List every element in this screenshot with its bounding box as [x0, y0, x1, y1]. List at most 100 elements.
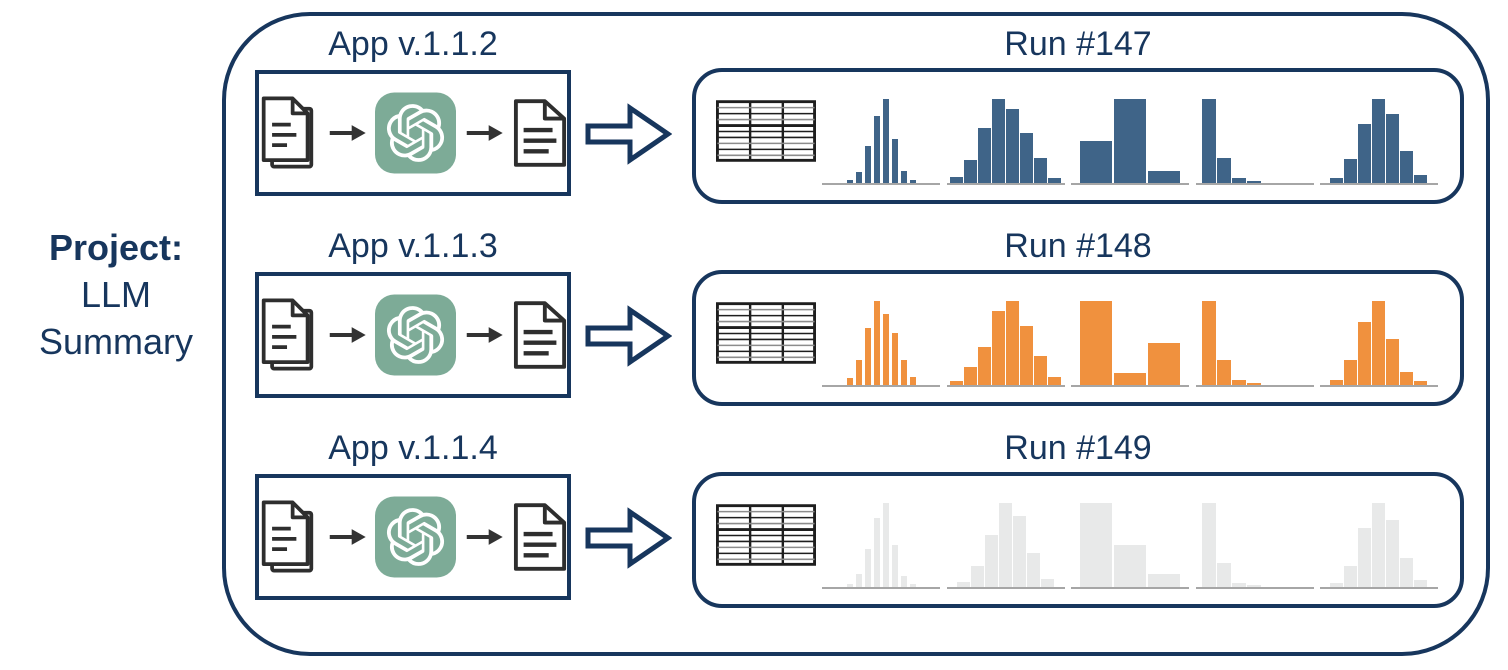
histogram-bar — [1344, 159, 1358, 183]
pipeline-row: App v.1.1.2 Run #147 — [0, 0, 1508, 204]
histogram-bar — [855, 574, 862, 587]
histogram-bar — [1330, 178, 1344, 183]
histogram-bar — [1027, 553, 1041, 587]
app-pipeline-box — [255, 474, 571, 600]
histogram-baseline — [822, 385, 941, 387]
pipeline-row: App v.1.1.3 Run #148 — [0, 202, 1508, 406]
histogram-bar — [1386, 339, 1400, 385]
histogram-bar — [1114, 373, 1147, 385]
right-arrow-icon — [328, 122, 367, 144]
right-arrow-icon — [328, 324, 367, 346]
histogram-bar — [992, 99, 1006, 183]
openai-logo-icon — [375, 293, 456, 377]
documents-input-icon — [259, 94, 319, 172]
histogram-bar — [1034, 356, 1048, 385]
histogram-bar — [1372, 503, 1386, 587]
right-arrow-icon — [328, 526, 367, 548]
histogram-bar — [882, 99, 889, 183]
histogram-bar — [1041, 579, 1055, 587]
run-number-label: Run #147 — [1004, 25, 1152, 63]
histogram-bar — [1201, 99, 1216, 183]
histogram-bar — [1414, 580, 1428, 587]
histogram-baseline — [946, 183, 1065, 185]
histogram-bar — [964, 367, 978, 385]
histogram-baseline — [822, 587, 941, 589]
histogram-bar — [971, 566, 985, 587]
run-number-label: Run #148 — [1004, 227, 1152, 265]
histogram-bar — [900, 360, 907, 385]
histogram-bar — [957, 582, 971, 587]
histogram-bar — [985, 535, 999, 587]
histogram-baseline — [1319, 587, 1438, 589]
pipeline-row: App v.1.1.4 Run #149 — [0, 404, 1508, 608]
histogram-bar — [1201, 503, 1216, 587]
decay-histogram — [1195, 93, 1314, 185]
histogram-baseline — [1071, 183, 1190, 185]
app-version-label: App v.1.1.2 — [328, 25, 498, 63]
histogram-bar — [950, 381, 964, 385]
histogram-bar — [1414, 381, 1428, 385]
histogram-bar — [1372, 301, 1386, 385]
histogram-bar — [846, 584, 853, 587]
histogram-bar — [846, 378, 853, 385]
right-arrow-icon — [465, 324, 504, 346]
histogram-bar — [978, 347, 992, 385]
histogram-bar — [1246, 181, 1261, 183]
histogram-baseline — [822, 183, 941, 185]
histogram-bar — [1216, 360, 1231, 385]
histogram-bar — [1246, 585, 1261, 587]
histogram-bar — [1080, 503, 1113, 587]
histogram-bar — [900, 576, 907, 587]
histogram-bar — [978, 128, 992, 183]
histogram-bar — [882, 503, 889, 587]
histogram-bar — [1358, 124, 1372, 183]
histogram-bar — [909, 377, 916, 385]
results-table-icon — [716, 302, 816, 364]
decay-histogram — [1195, 497, 1314, 589]
document-output-icon — [513, 97, 567, 169]
wide-bins-histogram — [1071, 295, 1190, 387]
app-version-label: App v.1.1.3 — [328, 227, 498, 265]
histogram-bar — [1006, 109, 1020, 183]
histogram-bar — [864, 549, 871, 587]
right-arrow-icon — [465, 526, 504, 548]
histogram-bar — [1400, 558, 1414, 587]
histogram-baseline — [946, 385, 1065, 387]
histogram-bar — [1048, 377, 1062, 385]
bell-histogram — [946, 497, 1065, 589]
project-title: Project: — [48, 227, 184, 268]
histogram-bar — [855, 172, 862, 183]
histogram-bar — [950, 177, 964, 183]
documents-input-icon — [259, 296, 319, 374]
wide-bins-histogram — [1071, 497, 1190, 589]
histogram-baseline — [1319, 183, 1438, 185]
bell-histogram — [946, 295, 1065, 387]
histogram-bar — [1148, 343, 1181, 385]
histogram-bar — [1006, 301, 1020, 385]
project-label: Project: LLM Summary — [12, 224, 220, 365]
histogram-bar — [864, 328, 871, 385]
histogram-bar — [1372, 99, 1386, 183]
histogram-bar — [1114, 99, 1147, 183]
histogram-bar — [1386, 520, 1400, 587]
histogram-bar — [1048, 178, 1062, 183]
histogram-bar — [1020, 133, 1034, 183]
block-arrow-right-icon — [584, 304, 672, 368]
histogram-bar — [873, 116, 880, 183]
histogram-bar — [1201, 301, 1216, 385]
histogram-bar — [1231, 178, 1246, 183]
openai-logo-icon — [375, 91, 456, 175]
histogram-bar — [855, 360, 862, 385]
project-line2: Summary — [38, 321, 194, 362]
app-pipeline-box — [255, 272, 571, 398]
documents-input-icon — [259, 498, 319, 576]
bell-histogram — [1319, 93, 1438, 185]
histogram-bar — [1080, 141, 1113, 183]
run-results-box — [692, 472, 1464, 608]
histogram-bar — [1231, 380, 1246, 385]
app-version-label: App v.1.1.4 — [328, 429, 498, 467]
histogram-bar — [909, 584, 916, 587]
narrow-spike-histogram — [822, 93, 941, 185]
results-table-icon — [716, 100, 816, 162]
app-pipeline-box — [255, 70, 571, 196]
